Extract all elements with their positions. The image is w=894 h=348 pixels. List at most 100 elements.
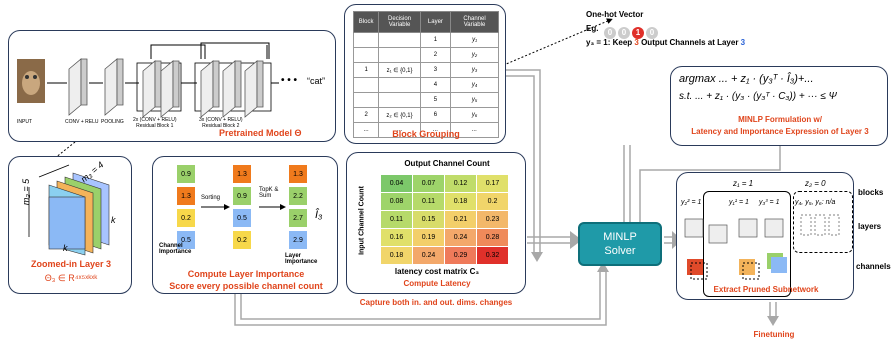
onehot-explanation: y₃ = 1: Keep 3 Output Channels at Layer …	[586, 38, 745, 47]
layer-tensor-diagram	[28, 164, 110, 256]
latency-panel: Output Channel Count Input Channel Count…	[346, 152, 526, 294]
conv-label: CONV + RELU	[65, 119, 99, 125]
latency-cell: 0.16	[381, 229, 412, 246]
table-header: Channel Variable	[450, 11, 499, 33]
onehot-layer: 3	[740, 38, 746, 47]
layer-importance-label: Layer Importance	[285, 253, 318, 265]
arrow-grouping-to-solver	[505, 69, 541, 255]
pooling-label: POOLING	[101, 119, 124, 125]
output-channel-title: Output Channel Count	[404, 159, 490, 168]
k-label-bottom: k	[63, 243, 68, 253]
latency-cell: 0.11	[381, 211, 412, 228]
latency-cell: 0.29	[445, 247, 476, 264]
importance-caption-2: Score every possible channel count	[169, 281, 323, 291]
z1-label: z₁ = 1	[733, 179, 754, 188]
subnet-caption: Extract Pruned Subnetwork	[713, 285, 819, 294]
minlp-solver-box[interactable]: MINLP Solver	[578, 222, 662, 266]
onehot-title: One-hot Vector	[586, 10, 644, 19]
y1-label: y₁¹ = 1	[729, 199, 749, 206]
zoomed-layer-panel: m₂ = 5 m₃ = 4 k k Zoomed-in Layer 3 Θ₃ ∈…	[8, 156, 132, 294]
latency-cell: 0.12	[445, 175, 476, 192]
i3-label: Î₃	[315, 209, 323, 221]
latency-cell: 0.17	[477, 175, 508, 192]
latency-cell: 0.24	[445, 229, 476, 246]
y3-label: y₃³ = 1	[759, 199, 780, 206]
latency-cell: 0.32	[477, 247, 508, 264]
latency-cell: 0.04	[381, 175, 412, 192]
onehot-bit: 0	[618, 27, 630, 39]
latency-cell: 0.24	[413, 247, 444, 264]
subnetwork-panel: z₁ = 1 z₂ = 0 y₂² = 1 y₁¹ = 1 y₃³ = 1 y₄…	[676, 172, 854, 300]
importance-cell: 0.5	[233, 209, 251, 227]
importance-cell: 1.3	[177, 187, 195, 205]
k-label-side: k	[111, 215, 116, 225]
onehot-bit: 0	[604, 27, 616, 39]
latency-cell: 0.23	[477, 211, 508, 228]
side-blocks-label: blocks	[858, 188, 884, 197]
block-grouping-caption: Block Grouping	[392, 129, 460, 139]
table-header: Layer	[419, 11, 452, 33]
importance-cell: 2.7	[289, 209, 307, 227]
pretrained-model-panel: INPUT CONV + RELU POOLING 2x (CONV + REL…	[8, 30, 336, 142]
importance-cell: 0.9	[233, 187, 251, 205]
theta-formula: Θ₃ ∈ R⁴ˣ⁵ˣᵏˣᵏ	[44, 273, 98, 283]
sorting-label: Sorting	[201, 195, 221, 201]
table-header: Decision Variable	[378, 11, 421, 33]
topk-label: TopK & Sum	[259, 187, 279, 199]
table-header: Block	[352, 11, 380, 33]
y2-label: y₂² = 1	[681, 199, 702, 206]
side-layers-label: layers	[858, 222, 882, 231]
input-channel-title: Input Channel Count	[358, 186, 366, 255]
channel-importance-label: Channel Importance	[159, 243, 192, 255]
res-block-2	[194, 60, 272, 118]
importance-cell: 2.2	[289, 187, 307, 205]
input-label: INPUT	[17, 119, 32, 125]
output-label: “cat”	[307, 76, 325, 86]
latency-caption-1: Compute Latency	[403, 279, 471, 288]
res-block-2-label: 3x (CONV + RELU) Residual Block 2	[199, 117, 243, 129]
res-block-1	[136, 60, 182, 118]
objective-line: argmax ... + z₁ · (y₃ᵀ · Î₃)+...	[679, 73, 814, 85]
latency-cell: 0.21	[445, 211, 476, 228]
network-diagram	[17, 42, 279, 118]
importance-cell: 1.3	[233, 165, 251, 183]
importance-cell: 2.9	[289, 231, 307, 249]
side-channels-label: channels	[856, 262, 891, 271]
latency-cell: 0.18	[381, 247, 412, 264]
minlp-caption-2: Latency and Importance Expression of Lay…	[691, 127, 869, 136]
conv-layer	[68, 58, 124, 116]
latency-cell: 0.08	[381, 193, 412, 210]
latency-caption-2: Capture both in. and out. dims. changes	[359, 298, 513, 307]
onehot-y3: y₃	[586, 38, 595, 47]
block2-frame	[793, 191, 853, 253]
onehot-bit: 0	[646, 27, 658, 39]
importance-cell: 0.9	[177, 165, 195, 183]
minlp-formulation-panel: argmax ... + z₁ · (y₃ᵀ · Î₃)+... s.t. ..…	[670, 66, 888, 146]
block1-frame	[703, 191, 791, 297]
onehot-mid: Output Channels at Layer	[638, 38, 741, 47]
pruned-layers-diagram	[684, 214, 840, 280]
ellipsis: • • •	[281, 75, 298, 86]
finetuning-label: Finetuning	[753, 330, 795, 339]
importance-caption-1: Compute Layer Importance	[187, 269, 305, 279]
importance-cell: 0.2	[177, 209, 195, 227]
zoomed-caption: Zoomed-in Layer 3	[30, 259, 111, 269]
z2-label: z₂ = 0	[805, 179, 826, 188]
table-row: ............	[352, 122, 499, 138]
constraint-line: s.t. ... + z₁ · (y₃ · (y₃ᵀ · C₃)) + ··· …	[679, 91, 837, 102]
latency-cell: 0.07	[413, 175, 444, 192]
solver-label: MINLP Solver	[603, 231, 637, 257]
latency-matrix-label: latency cost matrix C₃	[394, 267, 480, 276]
latency-cell: 0.18	[445, 193, 476, 210]
